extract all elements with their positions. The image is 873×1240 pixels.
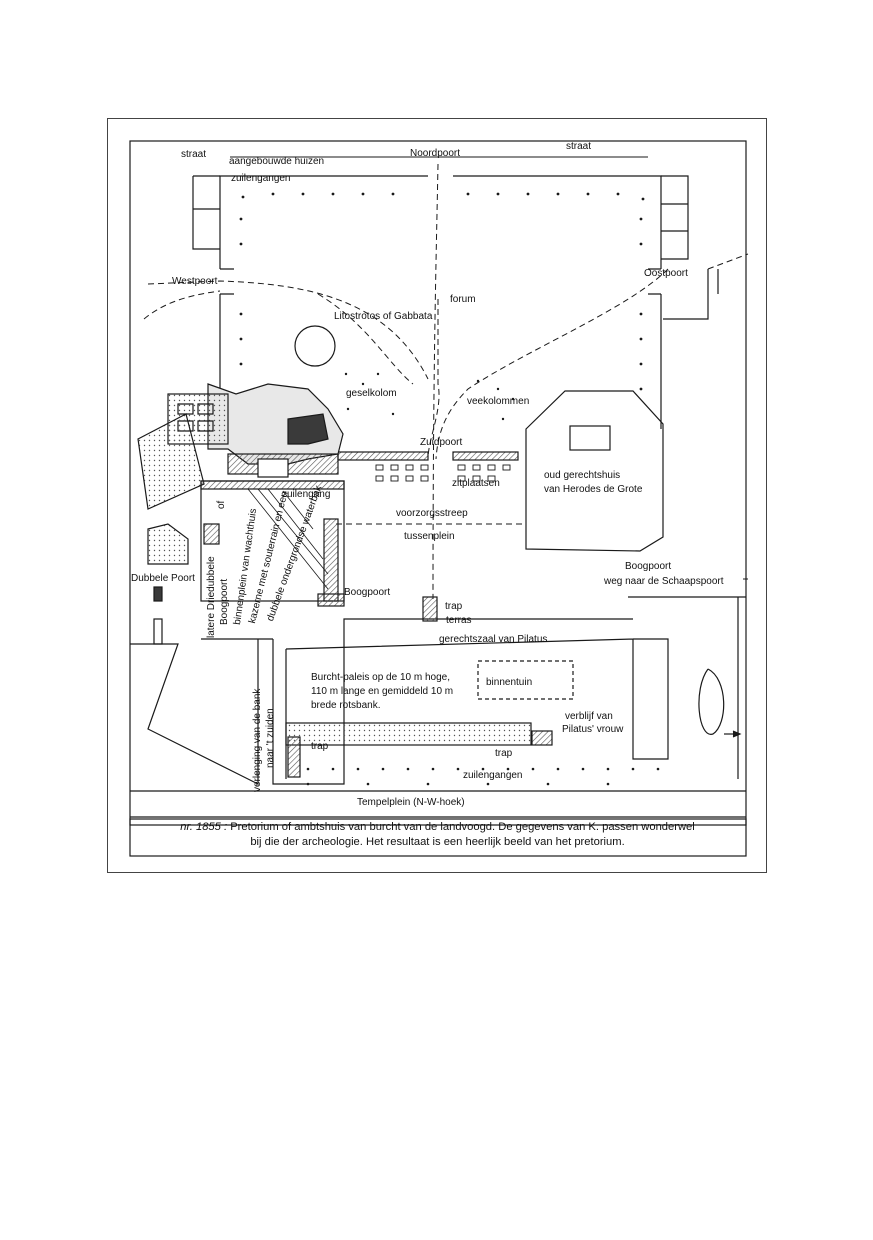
- terras: [272, 618, 633, 785]
- label-verlenging-1: verlenging van de bank: [252, 688, 263, 792]
- site-plan: [129, 140, 749, 857]
- rotsbank-west: [130, 638, 273, 785]
- label-zitplaatsen: zitplaatsen: [452, 478, 500, 489]
- label-tempelplein: Tempelplein (N-W-hoek): [357, 797, 465, 808]
- label-latere-driedubbele: latere Driedubbele: [206, 556, 217, 638]
- label-zuilengangen-top: zuilengangen: [231, 173, 291, 184]
- label-boogpoort-right: Boogpoort: [625, 561, 672, 572]
- zuilengangen-dots: [239, 192, 660, 786]
- caption-line-1: nr. 1855 : Pretorium of ambtshuis van bu…: [129, 820, 746, 835]
- label-voorzorgsstreep: voorzorgsstreep: [396, 508, 468, 519]
- label-forum: forum: [450, 294, 476, 305]
- caption-box: [129, 818, 747, 857]
- oud-gerechtshuis: [525, 390, 664, 552]
- inner-border: [129, 140, 747, 826]
- label-tussenplein: tussenplein: [404, 531, 455, 542]
- label-geselkolom: geselkolom: [346, 388, 397, 399]
- label-boogpoort-mid: Boogpoort: [344, 587, 391, 598]
- label-oostpoort: Oostpoort: [644, 268, 688, 279]
- houses-right: [661, 175, 689, 260]
- label-noordpoort: Noordpoort: [410, 148, 461, 159]
- label-aangebouwde-huizen: aangebouwde huizen: [229, 156, 325, 167]
- label-burcht-2: 110 m lange en gemiddeld 10 m: [311, 686, 454, 697]
- label-gerechtszaal: gerechtszaal van Pilatus: [439, 634, 548, 645]
- binnentuin: [477, 660, 574, 700]
- label-oud-gerechtshuis-1: oud gerechtshuis: [544, 470, 621, 481]
- label-verblijf-1: verblijf van: [565, 711, 613, 722]
- caption-text-1: Pretorium of ambtshuis van burcht van de…: [230, 821, 695, 833]
- label-litostrotos: Litostrotos of Gabbata: [334, 311, 433, 322]
- label-trap-left: trap: [311, 741, 329, 752]
- plan-frame: [107, 118, 767, 873]
- label-verlenging-2: naar 't zuiden: [265, 708, 276, 768]
- rotsbank: [285, 722, 532, 746]
- label-weg-schaapspoort: weg naar de Schaapspoort: [604, 576, 724, 587]
- label-oud-gerechtshuis-2: van Herodes de Grote: [544, 484, 643, 495]
- label-dubbele-poort: Dubbele Poort: [131, 573, 195, 584]
- aangebouwde-huizen: [192, 175, 220, 250]
- label-of: of: [216, 500, 227, 509]
- label-binnentuin: binnentuin: [486, 677, 533, 688]
- label-terras: terras: [446, 615, 472, 626]
- zitplaatsen: [375, 464, 511, 482]
- gabbata-circle: [294, 325, 336, 367]
- label-westpoort: Westpoort: [172, 276, 218, 287]
- label-trap-right: trap: [495, 748, 513, 759]
- burcht-paleis: [285, 638, 669, 779]
- label-zuidpoort: Zuidpoort: [420, 437, 463, 448]
- caption: nr. 1855 : Pretorium of ambtshuis van bu…: [129, 820, 746, 850]
- label-burcht-1: Burcht-paleis op de 10 m hoge,: [311, 672, 450, 683]
- label-verblijf-2: Pilatus' vrouw: [562, 724, 624, 735]
- label-zuilengang: zuilengang: [282, 489, 331, 500]
- label-latere-boogpoort: Boogpoort: [219, 578, 230, 625]
- label-straat-left: straat: [181, 149, 207, 160]
- label-veekolommen: veekolommen: [467, 396, 530, 407]
- zuidpoort-wall: [337, 451, 429, 461]
- label-straat-right: straat: [566, 141, 592, 152]
- label-burcht-3: brede rotsbank.: [311, 700, 381, 711]
- label-trap-mid: trap: [445, 601, 463, 612]
- caption-number: nr. 1855 :: [180, 821, 228, 833]
- caption-line-2: bij die der archeologie. Het resultaat i…: [250, 836, 625, 848]
- label-zuilengangen-bottom: zuilengangen: [463, 770, 523, 781]
